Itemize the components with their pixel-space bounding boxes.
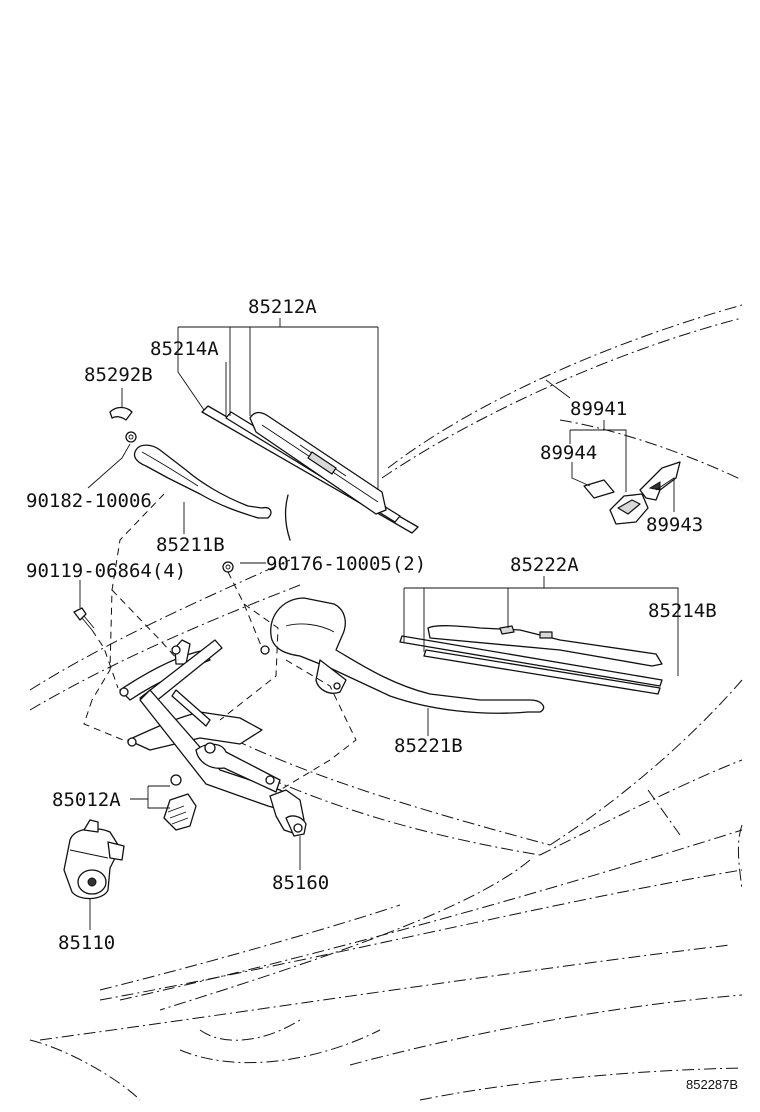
wiper-link-assembly: [119, 639, 307, 837]
nozzle-parts: [583, 461, 681, 525]
vehicle-body-outline: [29, 304, 743, 1101]
diagram-reference-code: 852287B: [686, 1077, 739, 1092]
relation-lines: [83, 493, 357, 791]
label-90176-10005: 90176-10005(2): [266, 553, 427, 575]
label-85212A: 85212A: [248, 296, 317, 318]
label-85110: 85110: [58, 932, 116, 954]
label-90119-06864: 90119-06864(4): [26, 560, 187, 582]
label-85211B: 85211B: [156, 534, 225, 556]
fasteners: [73, 561, 270, 655]
label-89941: 89941: [570, 398, 628, 420]
label-85222A: 85222A: [510, 554, 579, 576]
front-wiper-blade: [201, 405, 419, 534]
label-85214B: 85214B: [648, 600, 717, 622]
label-85160: 85160: [272, 872, 330, 894]
label-90182-10006: 90182-10006: [26, 490, 152, 512]
label-85012A: 85012A: [52, 789, 121, 811]
label-89944: 89944: [540, 442, 598, 464]
label-89943: 89943: [646, 514, 704, 536]
label-85292B: 85292B: [84, 364, 153, 386]
front-wiper-arm: [109, 406, 272, 519]
label-85214A: 85214A: [150, 338, 219, 360]
second-wiper-blade: [399, 625, 663, 695]
leader-lines: [79, 318, 679, 930]
grommet-set: [163, 774, 197, 831]
wiper-motor: [63, 819, 125, 900]
second-wiper-arm: [270, 597, 545, 714]
label-85221B: 85221B: [394, 735, 463, 757]
